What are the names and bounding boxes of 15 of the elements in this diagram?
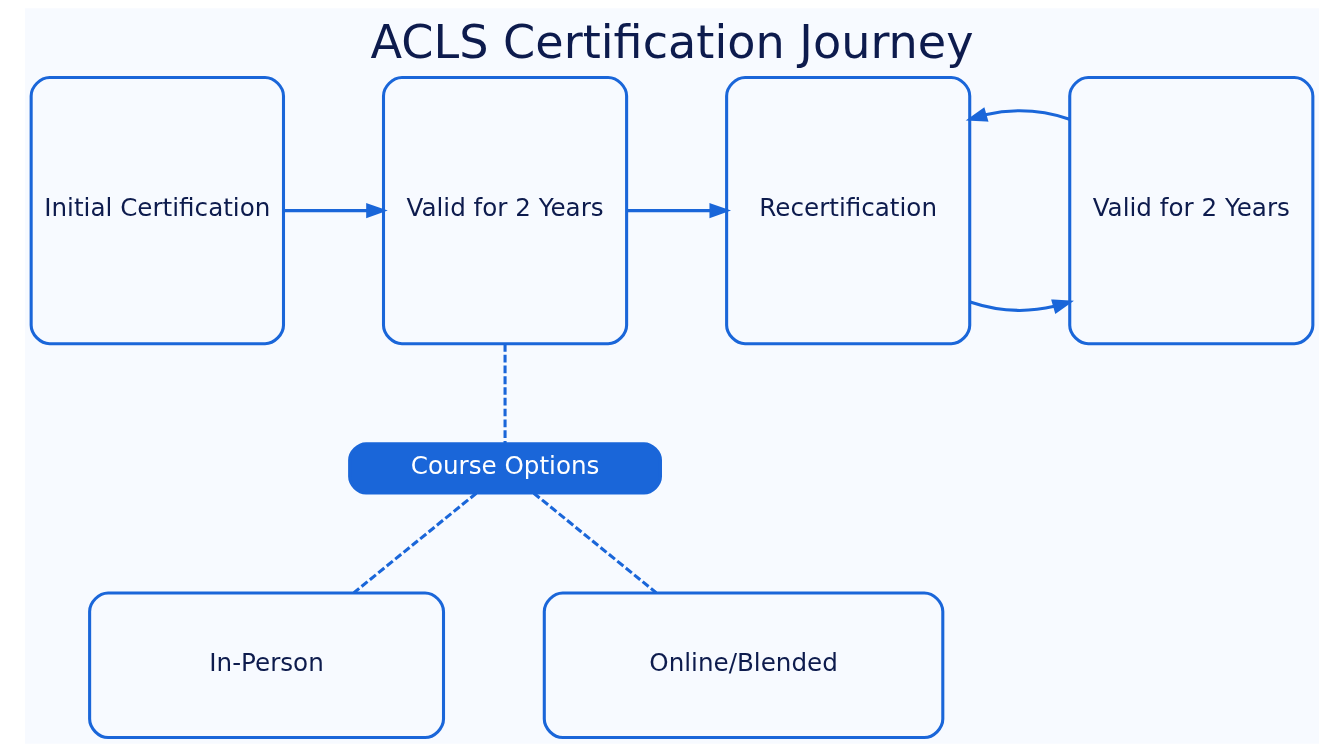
connector [352, 492, 478, 594]
node-box: Initial Certification [29, 75, 286, 346]
node-box: Course Options [348, 442, 662, 495]
arrow [965, 107, 1070, 122]
arrow [969, 299, 1074, 314]
arrow [627, 203, 732, 219]
node-box: Online/Blended [542, 591, 945, 740]
node-box: In-Person [88, 591, 446, 740]
node-box: Valid for 2 Years [1068, 75, 1315, 346]
connector [532, 492, 658, 594]
diagram-title: ACLS Certification Journey [370, 14, 974, 69]
node-box: Valid for 2 Years [381, 75, 629, 346]
connector [503, 343, 507, 444]
node-box: Recertification [725, 75, 972, 346]
arrow [283, 203, 388, 219]
